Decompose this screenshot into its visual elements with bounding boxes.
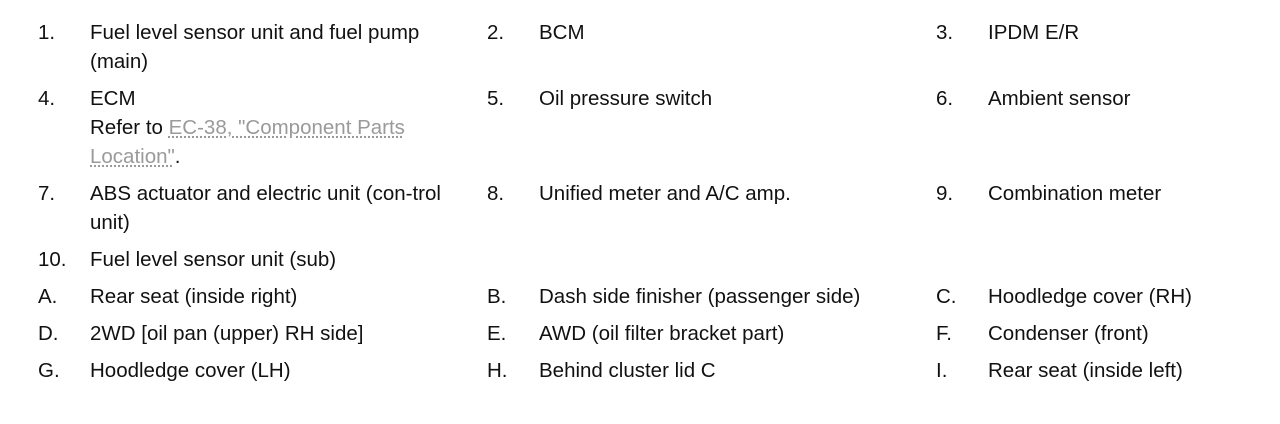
item-label: Unified meter and A/C amp. <box>539 182 791 205</box>
item-label: Fuel level sensor unit (sub) <box>90 248 337 271</box>
item-letter: I. <box>936 359 948 382</box>
item-label: Ambient sensor <box>988 87 1131 110</box>
legend-item: 4. ECM Refer to EC-38, "Component Parts … <box>38 84 487 171</box>
item-label: AWD (oil filter bracket part) <box>539 322 785 345</box>
component-legend: 1. Fuel level sensor unit and fuel pump … <box>38 18 1268 393</box>
item-number: 9. <box>936 182 954 205</box>
item-letter: H. <box>487 359 508 382</box>
legend-item: B. Dash side finisher (passenger side) <box>487 282 936 311</box>
item-number: 3. <box>936 21 954 44</box>
legend-row: G. Hoodledge cover (LH) H. Behind cluste… <box>38 356 1268 385</box>
legend-item: H. Behind cluster lid C <box>487 356 936 385</box>
item-number: 8. <box>487 182 505 205</box>
legend-item: 8. Unified meter and A/C amp. <box>487 179 936 208</box>
item-label: Fuel level sensor unit and fuel pump (ma… <box>90 21 420 73</box>
item-letter: G. <box>38 359 60 382</box>
item-number: 5. <box>487 87 505 110</box>
item-label: Combination meter <box>988 182 1162 205</box>
reference-link[interactable]: EC-38, "Component Parts Location" <box>90 116 405 168</box>
legend-item: A. Rear seat (inside right) <box>38 282 487 311</box>
item-letter: A. <box>38 285 58 308</box>
reference-suffix: . <box>174 145 181 168</box>
item-label: Rear seat (inside right) <box>90 285 298 308</box>
legend-item: E. AWD (oil filter bracket part) <box>487 319 936 348</box>
legend-item: 1. Fuel level sensor unit and fuel pump … <box>38 18 487 76</box>
legend-item: G. Hoodledge cover (LH) <box>38 356 487 385</box>
reference-prefix: Refer to <box>90 116 169 139</box>
item-letter: D. <box>38 322 59 345</box>
item-label: Dash side finisher (passenger side) <box>539 285 861 308</box>
legend-row: 10. Fuel level sensor unit (sub) <box>38 245 1268 274</box>
legend-item: 6. Ambient sensor <box>936 84 1266 113</box>
item-number: 1. <box>38 21 56 44</box>
legend-item: C. Hoodledge cover (RH) <box>936 282 1266 311</box>
legend-item: D. 2WD [oil pan (upper) RH side] <box>38 319 487 348</box>
item-label: ABS actuator and electric unit (con-trol… <box>90 182 441 234</box>
item-label: Behind cluster lid C <box>539 359 716 382</box>
item-letter: E. <box>487 322 507 345</box>
item-label: Rear seat (inside left) <box>988 359 1183 382</box>
item-label: Condenser (front) <box>988 322 1149 345</box>
item-label: ECM <box>90 87 136 110</box>
legend-item: I. Rear seat (inside left) <box>936 356 1266 385</box>
legend-item: 7. ABS actuator and electric unit (con-t… <box>38 179 487 237</box>
legend-item: F. Condenser (front) <box>936 319 1266 348</box>
legend-row: 4. ECM Refer to EC-38, "Component Parts … <box>38 84 1268 171</box>
item-label: Hoodledge cover (RH) <box>988 285 1192 308</box>
item-label: Hoodledge cover (LH) <box>90 359 291 382</box>
item-label: Oil pressure switch <box>539 87 713 110</box>
item-letter: B. <box>487 285 507 308</box>
item-letter: C. <box>936 285 957 308</box>
item-label: IPDM E/R <box>988 21 1080 44</box>
item-letter: F. <box>936 322 952 345</box>
legend-row: 7. ABS actuator and electric unit (con-t… <box>38 179 1268 237</box>
item-label-with-reference: ECM Refer to EC-38, "Component Parts Loc… <box>90 84 487 171</box>
item-label: BCM <box>539 21 585 44</box>
item-label: 2WD [oil pan (upper) RH side] <box>90 322 364 345</box>
legend-row: A. Rear seat (inside right) B. Dash side… <box>38 282 1268 311</box>
legend-item: 10. Fuel level sensor unit (sub) <box>38 245 487 274</box>
item-number: 4. <box>38 87 56 110</box>
legend-item: 3. IPDM E/R <box>936 18 1266 47</box>
legend-item: 5. Oil pressure switch <box>487 84 936 113</box>
legend-item: 9. Combination meter <box>936 179 1266 208</box>
legend-row: 1. Fuel level sensor unit and fuel pump … <box>38 18 1268 76</box>
item-number: 7. <box>38 182 56 205</box>
legend-row: D. 2WD [oil pan (upper) RH side] E. AWD … <box>38 319 1268 348</box>
legend-item: 2. BCM <box>487 18 936 47</box>
item-number: 2. <box>487 21 505 44</box>
item-number: 10. <box>38 248 67 271</box>
item-number: 6. <box>936 87 954 110</box>
